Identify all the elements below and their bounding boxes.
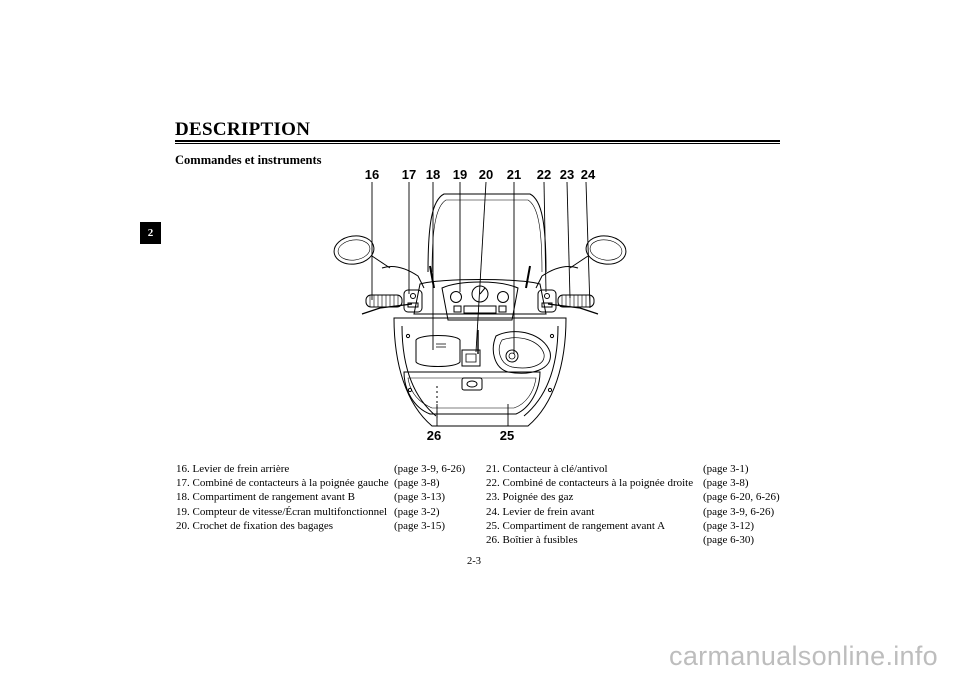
callout-23: 23 [560,167,574,182]
legend-item-21: 21. Contacteur à clé/antivol(page 3-1) [486,463,749,475]
watermark-text: carmanualsonline.info [669,641,938,671]
callout-22: 22 [537,167,551,182]
callout-24: 24 [581,167,596,182]
luggage-hook-illustration [461,349,481,367]
callout-16: 16 [365,167,379,182]
legend-item-20: 20. Crochet de fixation des bagages(page… [176,519,446,532]
legend-item-18: 18. Compartiment de rangement avant B(pa… [176,491,446,504]
legend-item-25: 25. Compartiment de rangement avant A(pa… [486,519,755,532]
compartment-b-illustration [415,335,461,367]
legend-item-26: 26. Boîtier à fusibles(page 6-30) [486,534,755,547]
callout-19: 19 [453,167,467,182]
legend-left: 16. Levier de frein arrière(page 3-9, 6-… [176,462,465,533]
front-apron-illustration [393,317,567,427]
title-rule [175,140,780,144]
page-number: 2-3 [467,556,481,567]
callout-18: 18 [426,167,440,182]
compartment-a-illustration [403,371,541,415]
callout-25: 25 [500,428,514,443]
legend-item-16: 16. Levier de frein arrière(page 3-9, 6-… [176,463,466,475]
callout-17: 17 [402,167,416,182]
legend-item-19: 19. Compteur de vitesse/Écran multifonct… [176,505,440,518]
left-grip-illustration [361,289,423,315]
leader-lines [371,181,591,426]
page-title: DESCRIPTION [175,119,311,140]
key-switch-illustration [505,349,519,363]
legend-item-23: 23. Poignée des gaz(page 6-20, 6-26) [486,491,780,504]
left-mirror-illustration [333,235,391,269]
callout-21: 21 [507,167,521,182]
controls-diagram: 16 17 18 19 20 21 22 23 24 26 25 [333,167,627,443]
right-mirror-illustration [569,235,627,269]
legend-item-22: 22. Combiné de contacteurs à la poignée … [486,477,749,490]
windshield [427,193,547,273]
legend-item-17: 17. Combiné de contacteurs à la poignée … [176,477,440,490]
section-subtitle: Commandes et instruments [175,153,322,167]
right-grip-illustration [537,289,599,315]
callout-20: 20 [479,167,493,182]
legend-right: 21. Contacteur à clé/antivol(page 3-1) 2… [486,462,780,547]
chapter-tab: 2 [140,222,161,244]
callout-26: 26 [427,428,441,443]
legend-item-24: 24. Levier de frein avant(page 3-9, 6-26… [486,505,775,518]
